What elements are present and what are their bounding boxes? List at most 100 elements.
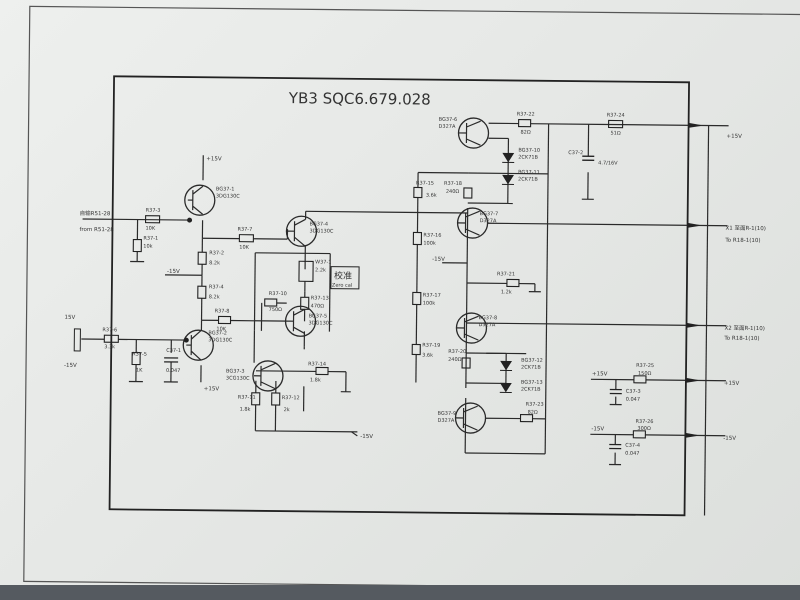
component-label: R37-14	[308, 361, 326, 367]
component-value: 3CG130C	[226, 375, 250, 381]
component-label: BG37-1	[216, 186, 235, 192]
diodes	[499, 152, 515, 393]
component-label: R37-23	[526, 402, 544, 408]
component-label: R37-11	[238, 395, 256, 401]
component-label: C37-1	[166, 348, 181, 354]
component-value: 4.7/16V	[598, 160, 618, 166]
transistor-bg37-3	[252, 360, 284, 392]
component-value: 10K	[216, 326, 226, 332]
component-label: W37-1	[315, 259, 331, 265]
component-value: 8.2k	[209, 260, 220, 266]
resistors	[103, 118, 647, 439]
terminal-label: To R18-1(10)	[724, 238, 760, 244]
terminal-label: -15V	[360, 434, 373, 440]
zero-cal-label-en: Zero cal	[332, 283, 352, 289]
capacitors	[164, 155, 622, 450]
component-value: 2CK71B	[518, 155, 538, 161]
component-label: BG37-9	[438, 411, 457, 417]
terminal-label: -15V	[723, 436, 736, 442]
component-label: BG37-10	[518, 148, 540, 154]
terminal-label: To R18-1(10)	[723, 336, 759, 342]
terminal-label: +15V	[726, 134, 742, 140]
component-value: 10K	[145, 226, 155, 232]
component-label: R37-4	[209, 284, 224, 290]
component-label: R37-19	[422, 343, 440, 349]
component-label: R37-8	[215, 308, 230, 314]
terminal-label: X2 至面R-1(10)	[724, 325, 764, 332]
transistor-bg37-2	[182, 329, 214, 361]
component-value: 100k	[423, 241, 436, 247]
component-label: R37-2	[209, 250, 224, 256]
component-value: 82Ω	[520, 130, 530, 136]
component-value: 3DG130C	[216, 193, 241, 199]
component-value: 1.8k	[310, 377, 321, 383]
terminal-label: +15V	[204, 386, 220, 392]
terminal-label: -15V	[64, 363, 77, 369]
component-value: D327A	[437, 418, 454, 424]
component-label: R37-17	[423, 293, 441, 299]
component-label: R37-13	[311, 295, 329, 301]
component-value: 0.047	[625, 451, 639, 457]
component-label: R37-21	[497, 271, 515, 277]
component-label: BG37-4	[310, 221, 329, 227]
connectors	[73, 122, 701, 438]
component-label: BG37-12	[521, 358, 543, 364]
component-label: R37-22	[517, 112, 535, 118]
component-label: BG37-6	[439, 117, 458, 123]
component-value: 10K	[239, 245, 249, 251]
component-label: C37-3	[626, 389, 641, 395]
component-value: D327A	[478, 322, 495, 328]
component-value: 0.047	[166, 368, 180, 374]
component-value: 1K	[136, 368, 143, 374]
component-value: 1.2k	[501, 289, 512, 295]
component-value: 240Ω	[446, 189, 460, 195]
component-label: R37-20	[448, 349, 466, 355]
component-value: 2CK71B	[521, 387, 541, 393]
component-label: R37-1	[143, 236, 158, 242]
terminal-label: -15V	[591, 426, 604, 432]
component-label: R37-24	[607, 112, 625, 118]
transistors	[182, 117, 490, 434]
component-value: 150Ω	[638, 371, 652, 377]
component-label: R37-3	[146, 208, 161, 214]
terminal-label: +15V	[724, 381, 740, 387]
terminal-label: 15V	[65, 315, 76, 321]
component-label: BG37-8	[479, 315, 498, 321]
ground-symbols	[128, 198, 622, 466]
component-value: 240Ω	[448, 357, 462, 363]
component-value: 2CK71B	[518, 177, 538, 183]
component-value: 3.3k	[104, 344, 115, 350]
component-value: 300Ω	[637, 426, 651, 432]
terminal-label: 自输R51-28	[80, 209, 111, 217]
component-label: BG37-3	[226, 368, 245, 374]
inner-frame	[108, 75, 690, 517]
component-value: 8.2k	[209, 294, 220, 300]
component-label: BG37-7	[480, 211, 499, 217]
terminal-label: -15V	[167, 269, 180, 275]
component-label: BG37-11	[518, 170, 540, 176]
component-label: C37-2	[568, 150, 583, 156]
component-value: 100k	[423, 301, 436, 307]
component-label: R37-26	[635, 419, 653, 425]
component-value: 2CK71B	[521, 365, 541, 371]
component-label: R37-5	[132, 352, 147, 358]
transistor-bg37-5	[284, 305, 317, 337]
terminal-label: -15V	[432, 257, 445, 263]
transistor-bg37-4	[285, 215, 318, 247]
component-value: 3.6k	[422, 353, 433, 359]
component-label: BG37-13	[521, 380, 543, 386]
component-value: 750Ω	[269, 307, 283, 313]
zero-cal-box	[330, 266, 360, 290]
component-value: D327A	[480, 218, 497, 224]
component-value: 2k	[284, 407, 290, 413]
component-value: 82Ω	[528, 410, 538, 416]
component-value: 51Ω	[610, 131, 620, 137]
terminal-label: X1 至面R-1(10)	[725, 225, 765, 232]
component-label: R37-7	[237, 227, 252, 233]
component-label: R37-25	[636, 363, 654, 369]
component-value: 1.8k	[240, 407, 251, 413]
zero-cal-label-zh: 校准	[334, 270, 352, 282]
component-label: R37-18	[444, 181, 462, 187]
